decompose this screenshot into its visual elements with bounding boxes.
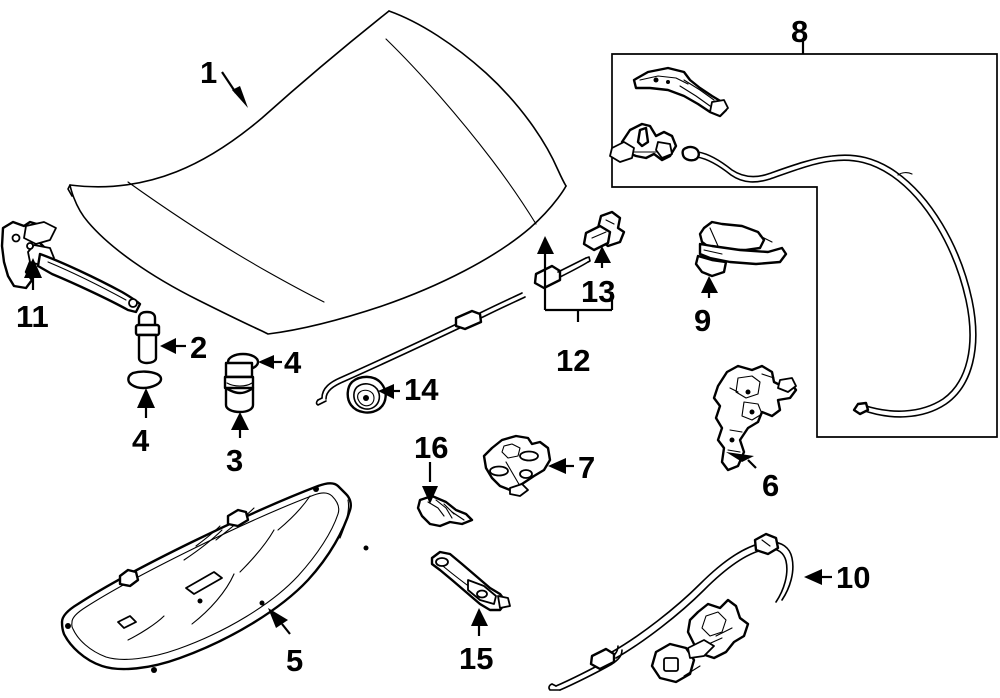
hood-release-cable-lower: [548, 532, 794, 691]
callout-9-arrow: [701, 276, 718, 298]
callout-2-arrow: [160, 338, 186, 354]
release-handle-lever: [632, 66, 729, 118]
callout-label-14: 14: [404, 372, 439, 407]
callout-6-arrow: [726, 452, 757, 469]
hood-latch-assembly-part: [712, 364, 798, 472]
hood-seal-plug-b: [127, 370, 163, 390]
hood-panel: [67, 10, 567, 335]
callout-label-9: 9: [694, 303, 712, 338]
callout-10-arrow: [804, 569, 832, 585]
callout-label-5: 5: [286, 643, 304, 678]
hood-insulator-pad-part: [60, 482, 369, 673]
callout-4a-arrow: [258, 355, 282, 369]
callout-7-arrow: [548, 458, 574, 474]
hood-release-cable-front: [315, 256, 591, 406]
callout-3-arrow: [231, 412, 249, 438]
callout-11-arrow: [24, 258, 42, 290]
callout-5-arrow: [268, 608, 291, 635]
callout-label-7: 7: [578, 450, 596, 485]
hood-cable-grommet-part: [346, 375, 387, 414]
release-cable-upper: [681, 145, 977, 418]
callout-label-2: 2: [190, 330, 208, 365]
hood-support-rod-bracket-part: [430, 550, 511, 612]
callout-15-arrow: [471, 608, 488, 636]
hood-bumper-stopper-part: [134, 310, 161, 365]
callout-label-4b: 4: [132, 423, 150, 458]
callout-label-4a: 4: [284, 345, 302, 380]
callout-label-1: 1: [200, 55, 218, 90]
release-handle-bracket: [609, 122, 678, 163]
callout-label-13: 13: [581, 274, 616, 309]
hood-rod-clip-part: [416, 494, 474, 528]
hood-latch-striker-part: [482, 434, 552, 497]
callout-4b-arrow: [137, 388, 155, 418]
release-handle-group-box: [611, 53, 998, 438]
callout-14-arrow: [378, 384, 400, 399]
callout-12-bracket: [537, 236, 614, 322]
callout-label-12: 12: [556, 343, 591, 378]
callout-label-10: 10: [836, 560, 871, 595]
hood-cable-clamp-part: [582, 210, 626, 252]
hood-stopper-cushion-part: [223, 361, 255, 414]
callout-13-arrow: [594, 246, 611, 268]
callout-label-11: 11: [16, 299, 49, 334]
hood-hinge-part: [0, 220, 142, 314]
callout-label-3: 3: [226, 443, 244, 478]
callout-1-arrow: [221, 71, 248, 108]
callout-label-6: 6: [762, 468, 780, 503]
hood-safety-catch-part: [694, 220, 788, 278]
callout-label-8: 8: [791, 14, 809, 49]
callout-label-16: 16: [414, 430, 449, 465]
callout-16-arrow: [422, 462, 438, 504]
callout-label-15: 15: [459, 641, 494, 676]
